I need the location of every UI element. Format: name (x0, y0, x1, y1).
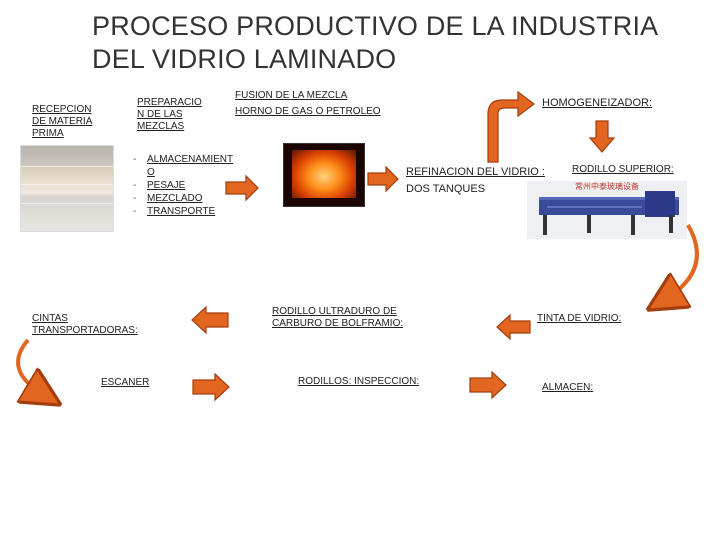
machine-image: 常州中泰玻璃设备 (527, 181, 687, 239)
label-rodillos-inspeccion: RODILLOS: INSPECCION: (298, 376, 420, 387)
machine-caption: 常州中泰玻璃设备 (575, 182, 639, 191)
label-almacen: ALMACEN: (542, 382, 594, 393)
machine-drawing (539, 191, 679, 235)
label-fusion-1: FUSION DE LA MEZCLA (235, 90, 348, 101)
arrow-right-icon (469, 370, 507, 400)
arrow-down-icon (588, 120, 616, 153)
label-recepcion: RECEPCION DE MATERIA PRIMA (32, 104, 93, 139)
furnace-image (283, 143, 365, 207)
label-tinta: TINTA DE VIDRIO: (537, 313, 622, 324)
arrow-left-icon (191, 305, 229, 335)
list-item: MEZCLADO (133, 192, 253, 205)
label-cintas: CINTAS TRANSPORTADORAS: (32, 313, 138, 336)
label-homogeneizador: HOMOGENEIZADOR: (542, 97, 653, 109)
list-item: PESAJE (133, 179, 253, 192)
preparation-steps-list: ALMACENAMIENT O PESAJE MEZCLADO TRANSPOR… (133, 153, 253, 218)
arrow-right-icon (367, 165, 399, 193)
raw-material-image (20, 145, 114, 232)
bent-arrow-icon (487, 90, 535, 163)
label-refinacion-1: REFINACION DEL VIDRIO : (406, 166, 545, 178)
label-rodillo-superior: RODILLO SUPERIOR: (572, 164, 674, 175)
label-refinacion-2: DOS TANQUES (406, 183, 486, 195)
arrow-left-icon (496, 313, 531, 341)
label-preparacion: PREPARACIO N DE LAS MEZCLAS (137, 97, 202, 132)
list-item: TRANSPORTE (133, 205, 253, 218)
list-item: ALMACENAMIENT O (133, 153, 253, 179)
curved-arrow-icon (664, 224, 699, 300)
label-escaner: ESCANER (101, 377, 150, 388)
label-rodillo-ultraduro: RODILLO ULTRADURO DE CARBURO DE BOLFRAMI… (272, 306, 404, 329)
curved-arrow-icon (16, 338, 44, 395)
arrow-right-icon (225, 174, 259, 202)
arrow-right-icon (192, 372, 230, 402)
label-fusion-2: HORNO DE GAS O PETROLEO (235, 106, 381, 117)
page-title: PROCESO PRODUCTIVO DE LA INDUSTRIA DEL V… (92, 11, 657, 74)
